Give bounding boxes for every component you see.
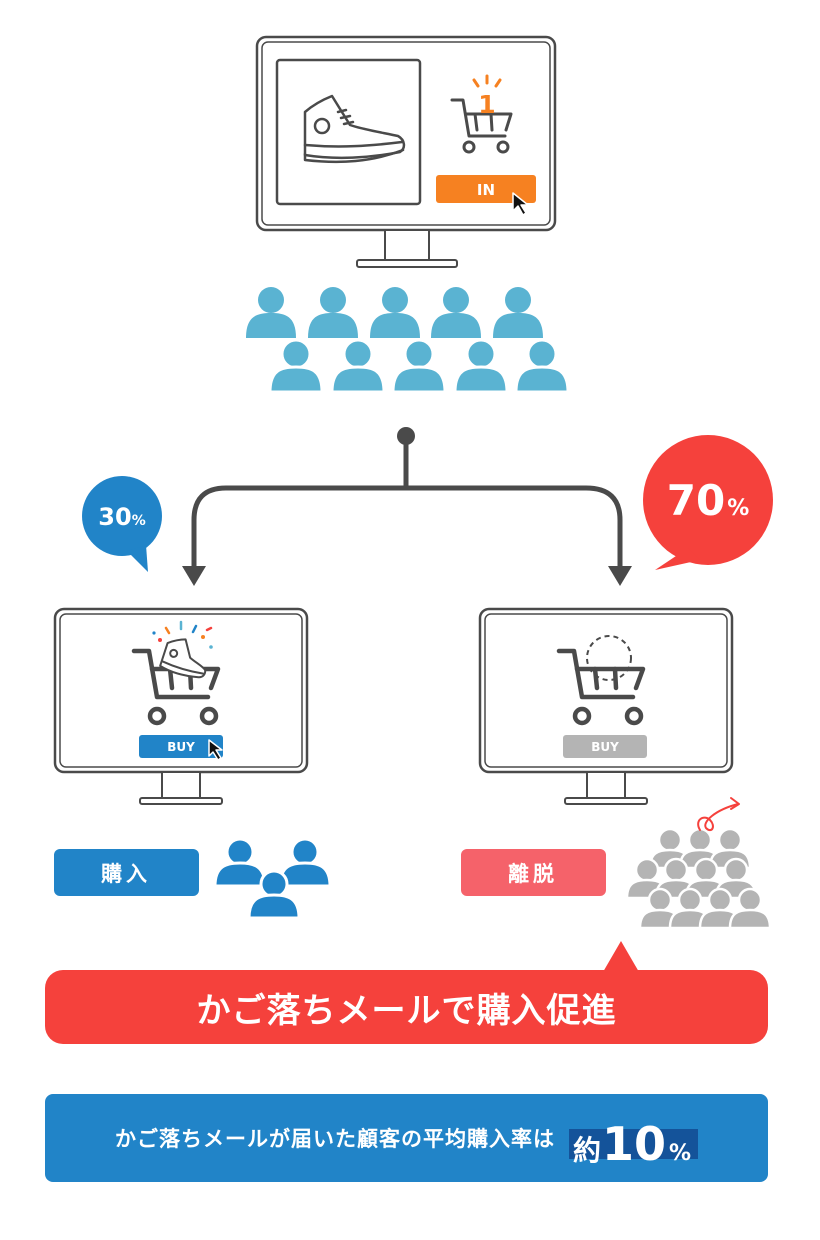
average-purchase-rate-banner: かご落ちメールが届いた顧客の平均購入率は 約 10 %: [45, 1094, 768, 1182]
svg-text:70%: 70%: [667, 476, 750, 525]
svg-text:30%: 30%: [98, 503, 145, 531]
purchase-monitor: [53, 607, 309, 805]
svg-text:購入: 購入: [100, 862, 151, 886]
top-monitor: [255, 35, 557, 268]
leave-arrow-icon: [697, 797, 740, 832]
purchase-tag: 購入: [54, 849, 199, 896]
svg-text:BUY: BUY: [167, 740, 195, 754]
sneaker-icon: [303, 94, 406, 164]
abandon-rate-bubble: 70%: [643, 435, 773, 570]
rate-prefix: 約: [572, 1134, 602, 1167]
banner-pointer: [603, 941, 639, 972]
confetti-icon: [152, 620, 213, 649]
cart-count-badge: 1: [478, 90, 495, 119]
svg-text:BUY: BUY: [591, 740, 619, 754]
rate-unit: %: [668, 1141, 693, 1166]
cart-abandonment-email-banner: かご落ちメールで購入促進: [45, 970, 768, 1044]
rate-number: 10: [601, 1117, 666, 1171]
cursor-icon: [208, 739, 223, 761]
cursor-icon: [512, 192, 529, 216]
abandon-tag: 離脱: [461, 849, 606, 896]
cart-count-icon: [450, 74, 513, 154]
abandoner-group: [625, 827, 772, 930]
svg-text:IN: IN: [477, 181, 495, 199]
purchase-rate-bubble: 30%: [82, 476, 162, 572]
abandon-monitor: [478, 607, 734, 805]
cart-with-sneaker-icon: [131, 638, 221, 726]
buy-button-disabled: BUY: [563, 735, 647, 758]
purchaser-group: [213, 837, 332, 920]
rate-highlight: 約 10 %: [568, 1117, 699, 1171]
svg-text:離脱: 離脱: [508, 862, 558, 886]
visitor-crowd: [246, 287, 570, 394]
empty-cart-icon: [556, 635, 646, 726]
banner-red-text: かご落ちメールで購入促進: [196, 990, 617, 1031]
buy-button-active[interactable]: BUY: [139, 735, 223, 758]
banner-blue-text: かご落ちメールが届いた顧客の平均購入率は: [114, 1127, 555, 1151]
in-button[interactable]: IN: [436, 175, 536, 203]
branch-connector: [182, 427, 632, 586]
